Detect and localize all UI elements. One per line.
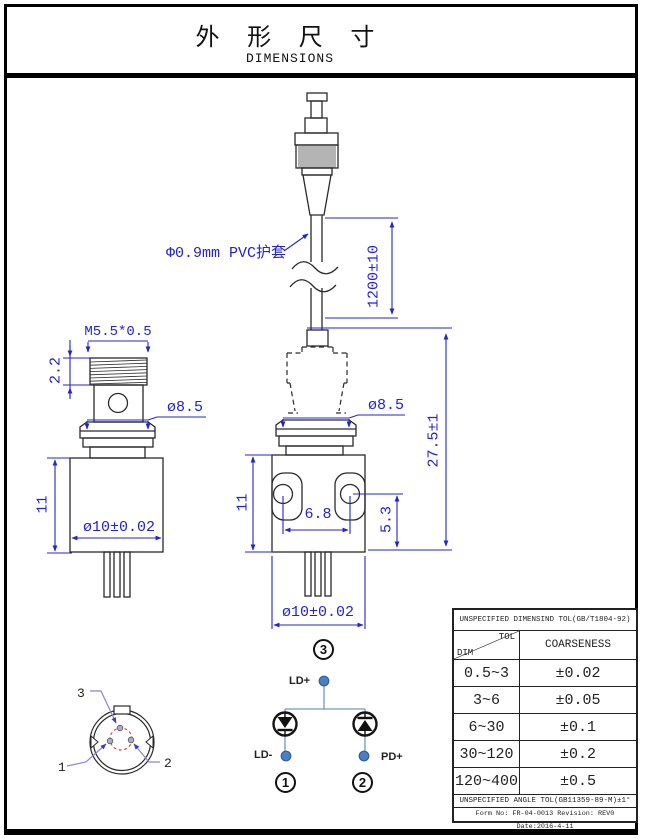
pinout-view (66, 690, 160, 775)
laser-diode-symbol (272, 711, 298, 737)
pin-3-dot (116, 724, 124, 732)
dim-flange-dia-left (84, 416, 206, 430)
thread-length-dim: 2.2 (47, 357, 65, 385)
schematic-circuit (272, 675, 378, 762)
node-dot-ld-plus (318, 675, 330, 687)
hole-offset-dim: 5.3 (378, 506, 396, 534)
photodiode-symbol (352, 711, 378, 737)
body-dia-left-dim: ø10±0.02 (82, 519, 155, 536)
page-title: 外 形 尺 寸 (195, 23, 385, 51)
schematic-node-2: 2 (352, 772, 373, 793)
form-number-note: Form No: FR-04-0013 Revision: REV0 Date:… (475, 810, 615, 831)
lead-pin (324, 551, 332, 597)
range-cell: 120~400 (454, 768, 520, 794)
dim-body-height-left (47, 457, 72, 554)
table-row: 30~120 ±0.2 (454, 741, 636, 768)
pin-2-dot (127, 736, 135, 744)
cable-break-mark (291, 261, 339, 275)
header-dim: DIM (457, 648, 474, 658)
fc-connector-outline (294, 92, 339, 216)
ld-plus-label: LD+ (289, 675, 311, 687)
dim-total-length-27-5 (307, 327, 452, 551)
pinout-label-1: 1 (58, 760, 66, 775)
index-tab (113, 705, 131, 715)
dim-flange-dia-mid (280, 414, 405, 428)
total-length-dim: 27.5±1 (425, 413, 443, 468)
dim-hole-offset-53 (353, 493, 403, 548)
lead-pin (103, 551, 111, 598)
pvc-jacket-label: Φ0.9mm PVC护套 (166, 245, 287, 262)
side-notch-right (145, 734, 154, 750)
sheet-border (4, 4, 638, 835)
fiber-cable (289, 215, 339, 347)
lead-pin (123, 551, 131, 598)
pinout-label-3: 3 (77, 686, 85, 701)
side-hole (107, 392, 129, 414)
range-cell: 6~30 (454, 714, 520, 740)
dim-thread-length-22 (63, 340, 91, 399)
pin-1-dot (106, 737, 114, 745)
dim-cable-length-1200 (325, 217, 398, 319)
node-dot-ld-minus (280, 750, 292, 762)
table-row: 6~30 ±0.1 (454, 714, 636, 741)
schematic-node-3: 3 (313, 639, 334, 660)
left-view-package (69, 357, 164, 598)
dim-body-height-mid (245, 454, 274, 553)
range-cell: 3~6 (454, 687, 520, 713)
angle-tolerance-note: UNSPECIFIED ANGLE TOL(GB11359-89-M)±1° (454, 795, 636, 808)
flange-dia-mid-dim: ø8.5 (367, 397, 404, 414)
dashed-boot-outline (286, 346, 348, 414)
page-subtitle: DIMENSIONS (245, 51, 334, 66)
header-tol: TOL (498, 632, 515, 642)
schematic-node-1: 1 (275, 772, 296, 793)
body-height-left-dim: 11 (34, 495, 52, 514)
table-row: 0.5~3 ±0.02 (454, 660, 636, 687)
flange-dia-left-dim: ø8.5 (166, 399, 203, 416)
cable-break-mark (289, 279, 337, 293)
pin-1-leader (66, 743, 107, 767)
lead-pin (304, 551, 312, 597)
tol-cell: ±0.02 (555, 664, 601, 682)
ld-minus-label: LD- (254, 749, 273, 761)
table-row: 3~6 ±0.05 (454, 687, 636, 714)
pin-2-leader (133, 743, 160, 763)
mounting-ear-left (271, 472, 303, 521)
pinout-label-2: 2 (164, 756, 172, 771)
dim-hole-spacing-68 (282, 496, 351, 534)
pin-3-leader (90, 690, 117, 724)
tol-cell: ±0.5 (559, 772, 596, 790)
table-row: 120~400 ±0.5 (454, 768, 636, 795)
tol-cell: ±0.2 (559, 745, 596, 763)
cable-length-dim: 1200±10 (365, 245, 383, 309)
body-dia-mid-dim: ø10±0.02 (281, 604, 354, 621)
dimension-lines (47, 217, 452, 629)
dim-thread-m55 (85, 340, 151, 353)
dim-body-dia-mid (271, 556, 366, 629)
knurl-hatch (298, 146, 336, 168)
tolerance-table-header: TOL DIM COARSENESS (454, 631, 636, 660)
header-coarseness: COARSENESS (544, 639, 611, 651)
tol-cell: ±0.1 (559, 718, 596, 736)
lead-pin (314, 551, 322, 597)
lead-pin (113, 551, 121, 598)
range-cell: 30~120 (454, 741, 520, 767)
tol-cell: ±0.05 (555, 691, 601, 709)
tolerance-table-title: UNSPECIFIED DIMENSIND TOL(GB/T1804-92) (454, 610, 636, 631)
pvc-leader-arrow (283, 233, 309, 252)
pd-plus-label: PD+ (381, 751, 403, 763)
body-height-mid-dim: 11 (234, 493, 252, 512)
node-dot-pd-plus (358, 750, 370, 762)
tolerance-table: UNSPECIFIED DIMENSIND TOL(GB/T1804-92) T… (452, 608, 638, 831)
thread-dim: M5.5*0.5 (84, 324, 152, 340)
tol-dim-diagonal-cell: TOL DIM (454, 631, 520, 659)
thread-hatch (89, 359, 148, 385)
title-divider (7, 73, 638, 78)
range-cell: 0.5~3 (454, 660, 520, 686)
hole-spacing-dim: 6.8 (304, 506, 332, 523)
side-notch-left (90, 734, 99, 750)
